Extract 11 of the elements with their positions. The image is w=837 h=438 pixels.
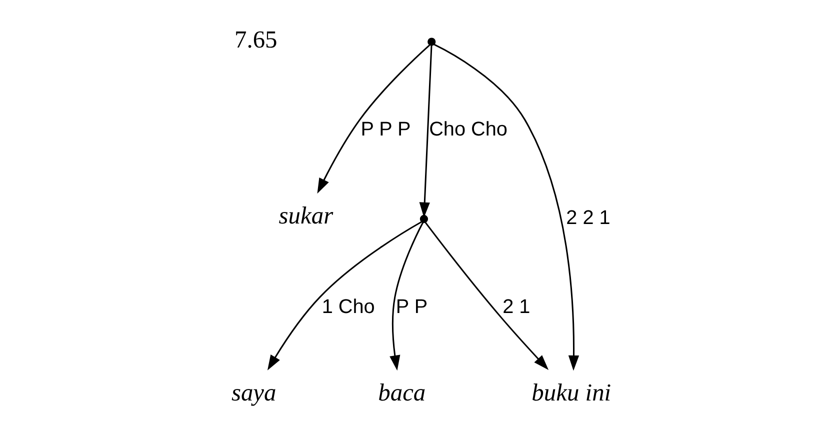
label: 7.65 (234, 26, 277, 54)
edge-label: P P (395, 296, 428, 318)
node-text: saya (230, 380, 276, 407)
node-text: sukar (278, 202, 333, 230)
node-text: baca (378, 380, 426, 407)
edge-label: 2 1 (502, 296, 530, 318)
edge-label: Cho Cho (428, 118, 507, 141)
edge-label: 1 Cho (321, 296, 374, 318)
node-text: buku ini (531, 380, 611, 407)
edge-label: 2 2 1 (566, 207, 610, 230)
edge-label: P P P (360, 118, 410, 141)
